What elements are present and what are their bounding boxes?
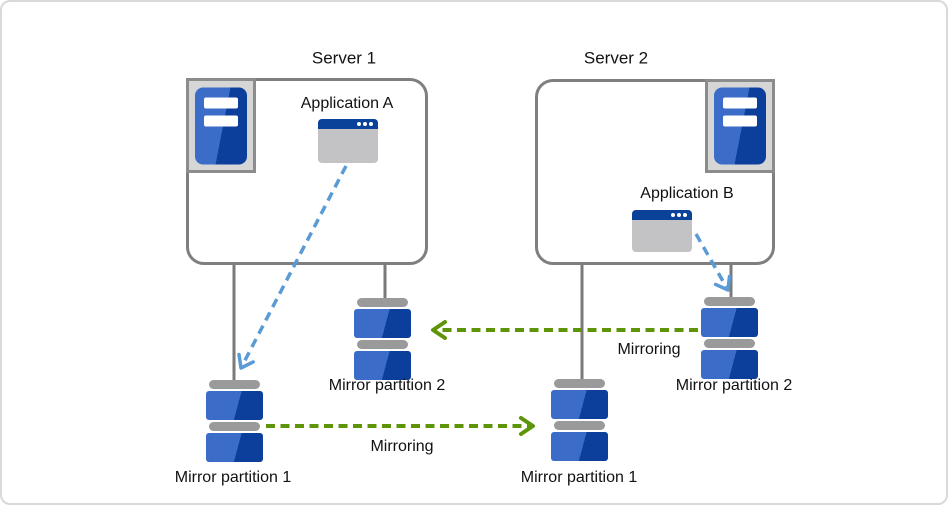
- server1-mirror-partition1-disk-icon: [206, 380, 263, 464]
- application-a-window-icon: [318, 119, 378, 163]
- server-tower-body: [714, 87, 766, 165]
- server1-mirror-partition2-label: Mirror partition 2: [328, 377, 446, 395]
- server2-tower-icon: [705, 79, 775, 173]
- mirroring-label-bottom: Mirroring: [370, 438, 434, 456]
- server2-mirror-partition2-label: Mirror partition 2: [675, 377, 793, 395]
- server2-title: Server 2: [583, 48, 649, 68]
- server-drive-slot: [723, 115, 757, 127]
- server1-mirror-partition2-disk-icon: [354, 298, 411, 382]
- window-titlebar: [632, 210, 692, 220]
- window-titlebar: [318, 119, 378, 129]
- server2-mirror-partition2-disk-icon: [701, 297, 758, 381]
- server1-title: Server 1: [311, 48, 377, 68]
- application-a-label: Application A: [300, 95, 394, 113]
- server1-tower-icon: [186, 78, 256, 173]
- application-b-window-icon: [632, 210, 692, 252]
- server-drive-slot: [723, 97, 757, 109]
- mirroring-label-top: Mirroring: [617, 341, 681, 359]
- server2-mirror-partition1-disk-icon: [551, 379, 608, 463]
- server-drive-slot: [204, 115, 238, 126]
- window-buttons-icon: [671, 213, 687, 217]
- window-buttons-icon: [357, 122, 373, 126]
- server1-mirror-partition1-label: Mirror partition 1: [174, 469, 292, 487]
- server2-mirror-partition1-label: Mirror partition 1: [520, 469, 638, 487]
- application-b-label: Application B: [640, 185, 734, 203]
- server-drive-slot: [204, 97, 238, 108]
- server-tower-body: [195, 87, 247, 164]
